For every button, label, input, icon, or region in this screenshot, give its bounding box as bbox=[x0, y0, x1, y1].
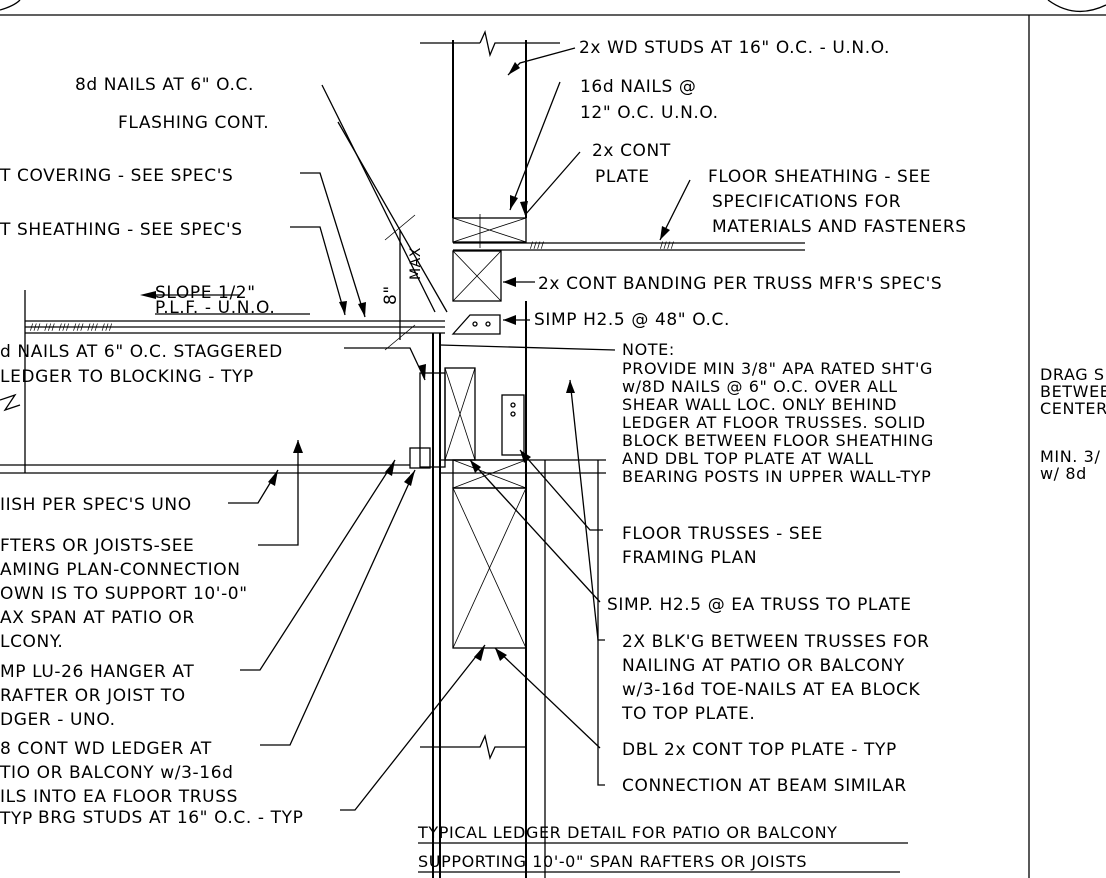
rafters-label: OWN IS TO SUPPORT 10'-0" bbox=[0, 584, 248, 604]
slope-label-2: P.L.F. - U.N.O. bbox=[155, 298, 275, 318]
hanger-label: MP LU-26 HANGER AT bbox=[0, 662, 194, 682]
cont-plate-label-2: PLATE bbox=[595, 167, 650, 187]
floor-sheathing-label-3: MATERIALS AND FASTENERS bbox=[712, 217, 967, 237]
finish-label: IISH PER SPEC'S UNO bbox=[0, 495, 192, 515]
clip-hole bbox=[472, 321, 478, 327]
ledger-blocking-label: LEDGER TO BLOCKING - TYP bbox=[0, 367, 254, 387]
right-note-line: MIN. 3/ bbox=[1040, 447, 1100, 466]
note-block: NOTE: PROVIDE MIN 3/8" APA RATED SHT'G w… bbox=[622, 340, 934, 486]
floor-trusses-label-2: FRAMING PLAN bbox=[622, 548, 757, 568]
rafters-label: FTERS OR JOISTS-SEE bbox=[0, 536, 194, 556]
slope-label: SLOPE 1/2" bbox=[155, 283, 256, 303]
post-clip bbox=[501, 394, 525, 456]
cont-plate bbox=[452, 217, 527, 243]
right-note-line: DRAG S bbox=[1040, 365, 1105, 384]
beam-label: CONNECTION AT BEAM SIMILAR bbox=[622, 776, 907, 796]
nails16-label-2: 12" O.C. U.N.O. bbox=[580, 103, 719, 123]
ledger-label: TYP bbox=[0, 809, 33, 829]
note-line: BEARING POSTS IN UPPER WALL-TYP bbox=[622, 467, 931, 486]
h25-truss-label: SIMP. H2.5 @ EA TRUSS TO PLATE bbox=[607, 595, 912, 615]
note-line: w/8D NAILS @ 6" O.C. OVER ALL bbox=[622, 377, 898, 396]
studs-label: 2x WD STUDS AT 16" O.C. - U.N.O. bbox=[579, 38, 890, 58]
ledger-label: ILS INTO EA FLOOR TRUSS bbox=[0, 787, 238, 807]
blkg-label: w/3-16d TOE-NAILS AT EA BLOCK bbox=[622, 680, 921, 700]
leader-lines bbox=[228, 47, 691, 811]
dim-max-label: MAX bbox=[408, 247, 424, 280]
hanger-label: DGER - UNO. bbox=[0, 710, 116, 730]
slope-arrow bbox=[140, 291, 156, 299]
nails8-label: 8d NAILS AT 6" O.C. bbox=[75, 75, 254, 95]
leader-arrowheads bbox=[268, 62, 670, 661]
deck-surface: /// /// /// /// /// /// bbox=[0, 290, 445, 474]
ledger-label: TIO OR BALCONY w/3-16d bbox=[0, 763, 234, 783]
right-note-line: w/ 8d bbox=[1040, 464, 1087, 483]
top-plate-label: DBL 2x CONT TOP PLATE - TYP bbox=[622, 740, 897, 760]
banding-x2 bbox=[452, 250, 502, 302]
ledger-label: 8 CONT WD LEDGER AT bbox=[0, 739, 212, 759]
note-line: BLOCK BETWEEN FLOOR SHEATHING bbox=[622, 431, 934, 450]
cont-plate-label: 2x CONT bbox=[592, 141, 671, 161]
detail-subtitle: SUPPORTING 10'-0" SPAN RAFTERS OR JOISTS bbox=[418, 852, 807, 871]
banding-label: 2x CONT BANDING PER TRUSS MFR'S SPEC'S bbox=[538, 274, 942, 294]
note-line: LEDGER AT FLOOR TRUSSES. SOLID bbox=[622, 413, 926, 432]
flashing-label: FLASHING CONT. bbox=[118, 113, 269, 133]
blkg-label: 2X BLK'G BETWEEN TRUSSES FOR bbox=[622, 632, 930, 652]
blkg-label: NAILING AT PATIO OR BALCONY bbox=[622, 656, 905, 676]
nails16-label: 16d NAILS @ bbox=[580, 77, 696, 97]
ledger-x2 bbox=[444, 367, 476, 461]
clip-hole bbox=[485, 321, 491, 327]
cont-plate-x2 bbox=[452, 217, 527, 243]
detail-title: TYPICAL LEDGER DETAIL FOR PATIO OR BALCO… bbox=[417, 823, 838, 842]
dim-tick bbox=[384, 214, 416, 241]
corner-circle-arc-left bbox=[0, 0, 21, 11]
rafters-label: LCONY. bbox=[0, 632, 63, 652]
banding-block bbox=[452, 250, 502, 302]
dim-8-label: 8" bbox=[381, 285, 401, 305]
rafters-label: AX SPAN AT PATIO OR bbox=[0, 608, 195, 628]
note-line: AND DBL TOP PLATE AT WALL bbox=[622, 449, 874, 468]
h25-48-label: SIMP H2.5 @ 48" O.C. bbox=[534, 310, 730, 330]
hanger-label: RAFTER OR JOIST TO bbox=[0, 686, 186, 706]
rafters-label: AMING PLAN-CONNECTION bbox=[0, 560, 241, 580]
svg-text:////: //// bbox=[530, 241, 545, 251]
note-line: SHEAR WALL LOC. ONLY BEHIND bbox=[622, 395, 897, 414]
floor-sheathing-label-2: SPECIFICATIONS FOR bbox=[712, 192, 901, 212]
blkg-label: TO TOP PLATE. bbox=[621, 704, 755, 724]
brg-studs-label: BRG STUDS AT 16" O.C. - TYP bbox=[38, 808, 303, 828]
note-line: PROVIDE MIN 3/8" APA RATED SHT'G bbox=[622, 359, 933, 378]
upper-wall bbox=[420, 29, 560, 218]
dim-tick bbox=[384, 324, 416, 351]
clip-hole bbox=[510, 402, 516, 408]
right-note-line: BETWEE bbox=[1040, 382, 1106, 401]
hanger bbox=[409, 447, 431, 469]
sheathing-label: T SHEATHING - SEE SPEC'S bbox=[0, 220, 243, 240]
lower-wall bbox=[420, 301, 606, 878]
h25-clip bbox=[451, 314, 501, 335]
covering-label: T COVERING - SEE SPEC'S bbox=[0, 166, 233, 186]
corner-circle-arc bbox=[1047, 0, 1106, 13]
nails-staggered-label: d NAILS AT 6" O.C. STAGGERED bbox=[0, 342, 283, 362]
svg-text:/// /// /// /// //: /// /// /// /// /// /// bbox=[30, 323, 113, 333]
clip-hole bbox=[510, 411, 516, 417]
note-label: NOTE: bbox=[622, 340, 675, 359]
right-note-line: CENTER bbox=[1040, 399, 1106, 418]
floor-sheathing: //// //// bbox=[453, 241, 805, 251]
floor-trusses-label: FLOOR TRUSSES - SEE bbox=[622, 524, 823, 544]
floor-sheathing-label: FLOOR SHEATHING - SEE bbox=[708, 167, 931, 187]
svg-text:////: //// bbox=[660, 241, 675, 251]
